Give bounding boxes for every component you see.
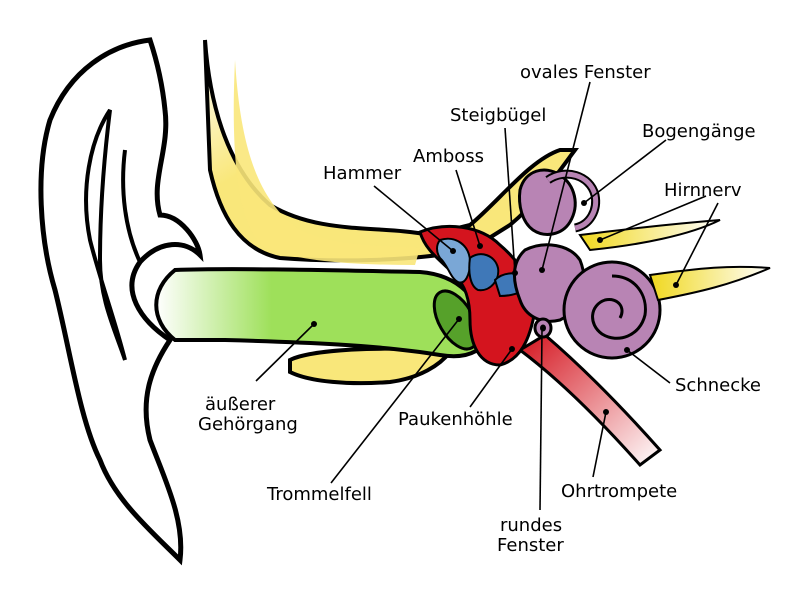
label-rundes-fenster-line2: Fenster — [497, 535, 564, 556]
dot-hammer — [450, 248, 456, 254]
label-amboss: Amboss — [413, 146, 484, 167]
leader-trommelfell — [330, 318, 460, 484]
dot-gehoergang — [311, 321, 317, 327]
leader-steigbuegel — [504, 127, 516, 274]
leader-hammer — [373, 185, 454, 252]
temporal-bone-lower — [288, 346, 454, 386]
label-hammer: Hammer — [323, 163, 402, 184]
nerves — [578, 219, 771, 302]
dot-ovales-fenster — [539, 267, 545, 273]
label-ohrtrompete: Ohrtrompete — [561, 481, 677, 502]
temporal-bone-upper — [203, 39, 579, 265]
leader-ohrtrompete — [592, 411, 607, 478]
leader-lines — [255, 81, 719, 511]
label-rundes-fenster-line1: rundes — [500, 515, 562, 536]
dot-amboss — [477, 243, 483, 249]
leader-amboss — [455, 169, 481, 247]
dot-schnecke — [624, 347, 630, 353]
leader-ovales-fenster — [541, 81, 591, 271]
dot-ohrtrompete — [603, 409, 609, 415]
label-ovales-fenster: ovales Fenster — [520, 62, 651, 83]
leader-bogengaenge — [583, 139, 667, 204]
leader-hirnnerv-2 — [675, 202, 719, 286]
label-trommelfell: Trommelfell — [266, 484, 372, 505]
leader-hirnnerv-1 — [599, 195, 707, 241]
label-gehoergang-line1: äußerer — [205, 394, 276, 415]
inner-ear — [513, 168, 662, 360]
leader-schnecke — [626, 349, 671, 384]
pinna — [38, 37, 204, 566]
dot-paukenhoehle — [509, 346, 515, 352]
label-gehoergang-line2: Gehörgang — [198, 414, 298, 435]
leader-rundes-fenster — [539, 330, 543, 511]
label-steigbuegel: Steigbügel — [450, 105, 546, 126]
label-bogengaenge: Bogengänge — [642, 121, 756, 142]
labels: ovales Fenster Steigbügel Bogengänge Amb… — [198, 62, 761, 556]
dot-bogengaenge — [581, 200, 587, 206]
eustachian-tube — [517, 333, 663, 468]
leader-dots — [311, 200, 679, 415]
dot-hirnnerv-2 — [673, 282, 679, 288]
dot-hirnnerv-1 — [597, 237, 603, 243]
label-paukenhoehle: Paukenhöhle — [398, 409, 513, 430]
label-schnecke: Schnecke — [675, 375, 761, 396]
label-hirnnerv: Hirnnerv — [664, 180, 742, 201]
leader-paukenhoehle — [469, 348, 513, 408]
dot-steigbuegel — [512, 270, 518, 276]
leader-gehoergang — [255, 323, 315, 382]
dot-trommelfell — [456, 316, 462, 322]
